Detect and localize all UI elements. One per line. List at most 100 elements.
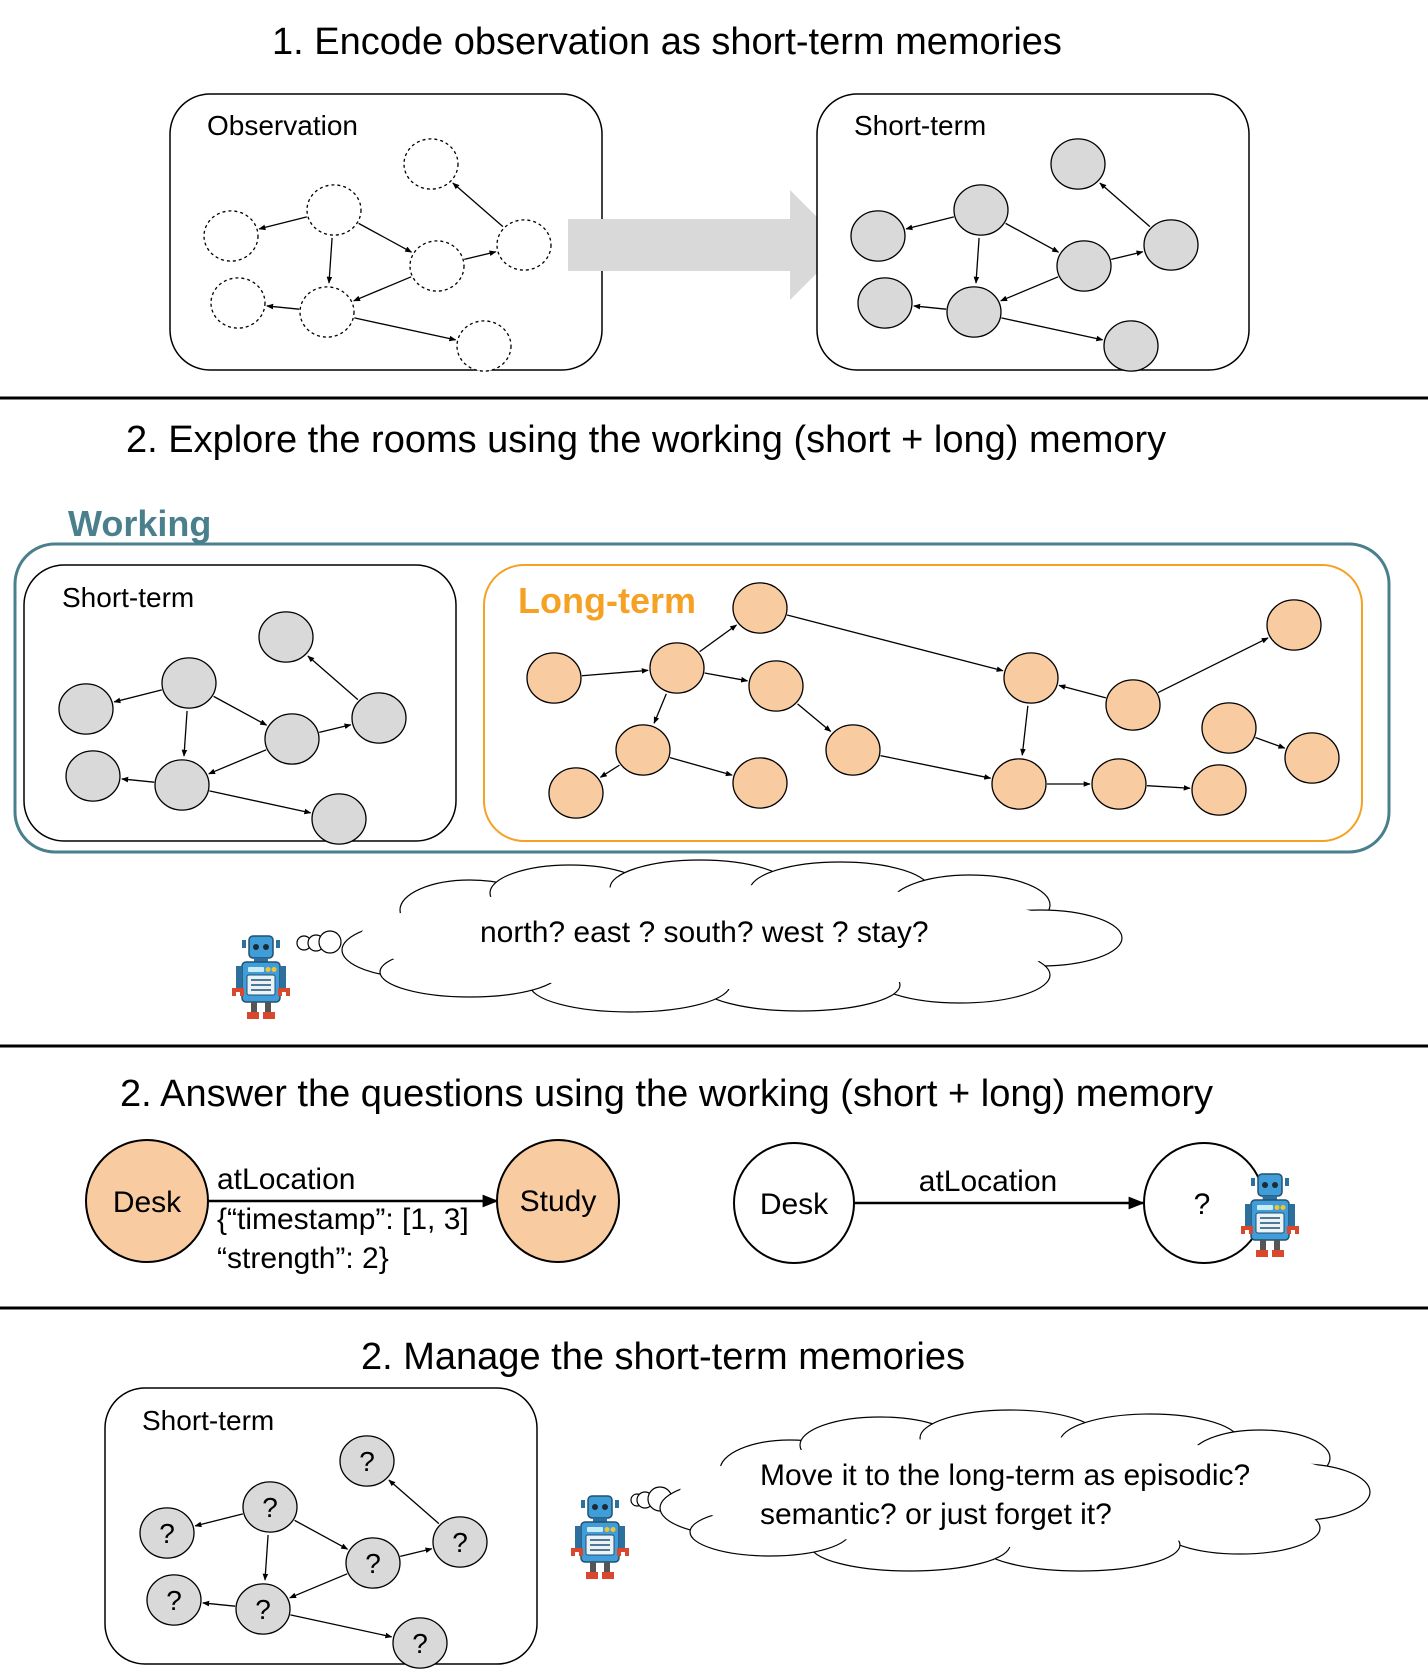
robot-icon-3 xyxy=(570,1495,630,1580)
shortterm-label-1: Short-term xyxy=(854,110,986,141)
graph-node xyxy=(1056,240,1112,292)
shortterm-box-3: Short-term ???????? xyxy=(104,1387,538,1669)
study-node-label: Study xyxy=(520,1185,597,1218)
graph-node-label: ? xyxy=(412,1628,428,1659)
shortterm-box-1: Short-term xyxy=(816,93,1250,372)
graph-edge xyxy=(1020,705,1029,756)
graph-node xyxy=(339,1435,395,1487)
graph-node xyxy=(1284,732,1340,784)
observation-label: Observation xyxy=(207,110,358,141)
graph-edge xyxy=(121,776,155,783)
graph-edge xyxy=(113,689,163,704)
graph-node xyxy=(146,1574,202,1626)
graph-node xyxy=(1003,652,1059,704)
shortterm-box-2: Short-term xyxy=(23,564,457,845)
graph-node xyxy=(825,724,881,776)
graph-edge xyxy=(1058,684,1107,699)
graph-edge xyxy=(880,754,992,780)
longterm-graph xyxy=(526,582,1340,819)
graph-node xyxy=(58,683,114,735)
graph-node xyxy=(991,758,1047,810)
graph-node xyxy=(65,750,121,802)
graph-edge xyxy=(1157,637,1269,694)
graph-edge xyxy=(181,710,188,757)
relation-meta-line2: “strength”: 2} xyxy=(217,1242,389,1275)
graph-node xyxy=(392,1617,448,1669)
graph-edge xyxy=(388,1479,440,1525)
graph-edge xyxy=(973,237,980,284)
graph-edge xyxy=(290,1614,393,1639)
graph-node xyxy=(351,692,407,744)
graph-node xyxy=(161,657,217,709)
graph-edge xyxy=(209,790,312,815)
graph-node xyxy=(953,184,1009,236)
thought-text-2b: semantic? or just forget it? xyxy=(760,1498,1112,1531)
graph-edge xyxy=(452,182,504,228)
graph-node xyxy=(235,1583,291,1635)
graph-edge xyxy=(289,1573,348,1599)
graph-node xyxy=(345,1537,401,1589)
graph-node xyxy=(154,759,210,811)
graph-edge xyxy=(599,764,620,778)
graph-edge xyxy=(905,216,955,231)
graph-node-label: ? xyxy=(262,1492,278,1523)
graph-edge xyxy=(786,614,1004,672)
graph-edge xyxy=(913,303,947,310)
graph-node xyxy=(210,277,266,329)
graph-edge xyxy=(358,222,413,253)
unknown-node-label: ? xyxy=(1194,1188,1211,1221)
thought-text-1: north? east ? south? west ? stay? xyxy=(480,916,929,949)
desk-node-label-left: Desk xyxy=(113,1186,182,1219)
section1-title: 1. Encode observation as short-term memo… xyxy=(272,21,1062,63)
shortterm-graph-1 xyxy=(850,138,1199,372)
graph-edge xyxy=(1255,736,1286,749)
graph-node-label: ? xyxy=(359,1446,375,1477)
graph-node xyxy=(1091,758,1147,810)
graph-edge xyxy=(294,1519,349,1550)
graph-edge xyxy=(699,624,738,653)
graph-edge xyxy=(326,237,333,284)
longterm-label: Long-term xyxy=(518,580,696,621)
graph-edge xyxy=(1099,182,1151,228)
thought-cloud-2: Move it to the long-term as episodic? se… xyxy=(630,1409,1371,1572)
section2-title: 2. Explore the rooms using the working (… xyxy=(126,419,1166,461)
graph-node xyxy=(526,652,582,704)
graph-node xyxy=(409,240,465,292)
graph-edge xyxy=(208,749,267,775)
graph-edge xyxy=(354,317,457,342)
graph-node xyxy=(857,277,913,329)
graph-edge xyxy=(704,672,749,683)
graph-node xyxy=(258,611,314,663)
relation-meta-line1: {“timestamp”: [1, 3] xyxy=(217,1203,469,1236)
graph-node xyxy=(311,793,367,845)
graph-edge xyxy=(1001,317,1104,342)
observation-box: Observation xyxy=(169,93,603,372)
graph-node xyxy=(1191,764,1247,816)
working-label: Working xyxy=(68,503,211,544)
graph-edge xyxy=(213,695,268,726)
answer-right: Desk ? atLocation xyxy=(733,1142,1265,1264)
graph-node-label: ? xyxy=(255,1594,271,1625)
graph-node xyxy=(1266,599,1322,651)
shortterm-label-2: Short-term xyxy=(62,582,194,613)
robot-icon-1 xyxy=(231,935,291,1020)
graph-node xyxy=(1105,679,1161,731)
graph-node xyxy=(850,210,906,262)
graph-node xyxy=(496,219,552,271)
graph-edge xyxy=(266,303,300,310)
graph-edge xyxy=(202,1600,236,1607)
thought-text-2a: Move it to the long-term as episodic? xyxy=(760,1459,1250,1492)
shortterm-label-3: Short-term xyxy=(142,1405,274,1436)
graph-edge xyxy=(319,723,352,734)
graph-node-label: ? xyxy=(159,1518,175,1549)
graph-edge xyxy=(1146,785,1191,791)
graph-node xyxy=(649,642,705,694)
graph-edge xyxy=(669,756,733,777)
graph-node xyxy=(264,713,320,765)
graph-node-label: ? xyxy=(365,1548,381,1579)
graph-edge xyxy=(262,1534,269,1581)
graph-node xyxy=(432,1516,488,1568)
graph-node-label: ? xyxy=(166,1585,182,1616)
answer-left: Desk Study atLocation {“timestamp”: [1, … xyxy=(85,1139,620,1275)
